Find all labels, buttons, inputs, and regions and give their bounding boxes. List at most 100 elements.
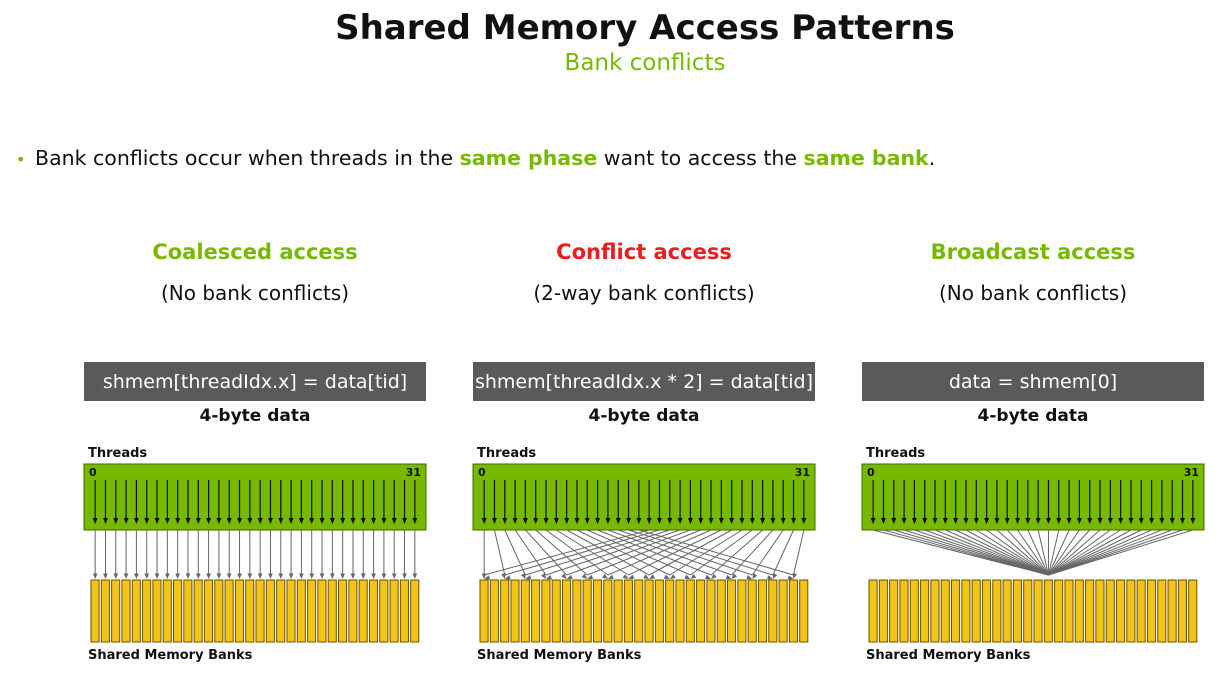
memory-bank <box>623 579 633 643</box>
access-line <box>690 529 753 576</box>
access-line <box>1048 529 1070 576</box>
thread-arrowhead-icon <box>391 518 397 524</box>
access-arrowhead-icon <box>684 574 691 579</box>
memory-banks <box>868 579 1198 643</box>
thread-arrowhead-icon <box>911 518 917 524</box>
thread-arrowhead-icon <box>154 518 160 524</box>
memory-bank <box>193 579 203 643</box>
memory-bank <box>224 579 234 643</box>
access-arrowhead-icon <box>278 573 284 579</box>
thread-arrowhead-icon <box>656 518 662 524</box>
thread-arrowhead-icon <box>891 518 897 524</box>
access-line <box>556 529 629 576</box>
memory-bank <box>747 579 757 643</box>
memory-bank <box>665 579 675 643</box>
access-line <box>607 529 712 576</box>
memory-bank <box>1064 579 1074 643</box>
thread-arrowhead-icon <box>870 518 876 524</box>
access-arrowhead-icon <box>520 573 526 579</box>
thread-arrowhead-icon <box>942 518 948 524</box>
thread-arrowhead-icon <box>1180 518 1186 524</box>
access-arrowhead-icon <box>206 573 211 579</box>
memory-bank <box>152 579 162 643</box>
thread-last-label: 31 <box>406 466 421 479</box>
data-size-label: 4-byte data <box>977 406 1089 426</box>
memory-bank <box>654 579 664 643</box>
memory-bank <box>531 579 541 643</box>
thread-arrowhead-icon <box>381 518 387 524</box>
access-arrowhead-icon <box>622 574 629 579</box>
memory-bank <box>276 579 286 643</box>
access-arrowhead-icon <box>484 575 491 580</box>
access-arrowhead-icon <box>587 574 594 580</box>
access-arrowhead-icon <box>766 575 773 580</box>
access-line <box>976 529 1049 576</box>
access-line <box>566 529 650 576</box>
access-lines <box>481 529 805 580</box>
memory-bank <box>1167 579 1177 643</box>
memory-bank <box>878 579 888 643</box>
thread-arrowhead-icon <box>481 518 487 524</box>
memory-bank <box>613 579 623 643</box>
access-arrowhead-icon <box>746 575 753 580</box>
access-arrowhead-icon <box>731 573 738 579</box>
thread-arrowhead-icon <box>574 518 580 524</box>
thread-arrowhead-icon <box>595 518 601 524</box>
thread-arrowhead-icon <box>584 518 590 524</box>
memory-bank <box>1157 579 1167 643</box>
access-line <box>893 529 1049 576</box>
thread-arrowhead-icon <box>237 518 243 524</box>
access-line <box>751 529 784 576</box>
memory-bank <box>768 579 778 643</box>
thread-arrowhead-icon <box>932 518 938 524</box>
thread-first-label: 0 <box>89 466 97 479</box>
memory-bank <box>603 579 613 643</box>
access-arrowhead-icon <box>649 574 656 579</box>
thread-arrowhead-icon <box>113 518 119 524</box>
bullet-text-3: . <box>928 146 936 170</box>
thread-arrowhead-icon <box>1190 518 1196 524</box>
code-snippet: shmem[threadIdx.x] = data[tid] <box>84 362 426 401</box>
memory-bank <box>1074 579 1084 643</box>
access-arrowhead-icon <box>268 573 273 579</box>
thread-arrowhead-icon <box>1025 518 1031 524</box>
thread-arrowhead-icon <box>973 518 979 524</box>
access-arrowhead-icon <box>705 574 712 580</box>
access-arrowhead-icon <box>566 574 573 580</box>
thread-arrowhead-icon <box>543 518 549 524</box>
access-arrowhead-icon <box>725 574 732 580</box>
thread-arrowhead-icon <box>880 518 886 524</box>
access-line <box>618 529 753 576</box>
thread-arrowhead-icon <box>1159 518 1165 524</box>
memory-bank <box>971 579 981 643</box>
bullet-dot-icon: • <box>16 150 26 169</box>
thread-arrowhead-icon <box>1118 518 1124 524</box>
access-arrowhead-icon <box>628 574 635 579</box>
thread-arrowhead-icon <box>1149 518 1155 524</box>
memory-bank <box>696 579 706 643</box>
access-line <box>504 529 660 576</box>
bullet-point: •Bank conflicts occur when threads in th… <box>16 146 935 170</box>
thread-block <box>861 463 1205 531</box>
memory-bank <box>296 579 306 643</box>
thread-arrowhead-icon <box>402 518 408 524</box>
thread-arrowhead-icon <box>1045 518 1051 524</box>
access-arrowhead-icon <box>602 573 608 579</box>
thread-arrowhead-icon <box>247 518 253 524</box>
memory-bank <box>214 579 224 643</box>
access-line <box>1048 529 1142 576</box>
memory-bank <box>265 579 275 643</box>
thread-arrowhead-icon <box>687 518 693 524</box>
access-line <box>1017 529 1049 576</box>
memory-bank <box>1146 579 1157 643</box>
thread-arrowhead-icon <box>708 518 714 524</box>
memory-banks <box>479 579 809 643</box>
memory-bank <box>1085 579 1095 643</box>
access-line <box>1037 529 1049 576</box>
memory-bank <box>788 579 798 643</box>
thread-arrowhead-icon <box>1004 518 1010 524</box>
access-line <box>525 529 670 576</box>
access-line <box>1048 529 1121 576</box>
bank-access-diagram: 0 31 <box>861 463 1205 643</box>
access-line <box>996 529 1049 576</box>
